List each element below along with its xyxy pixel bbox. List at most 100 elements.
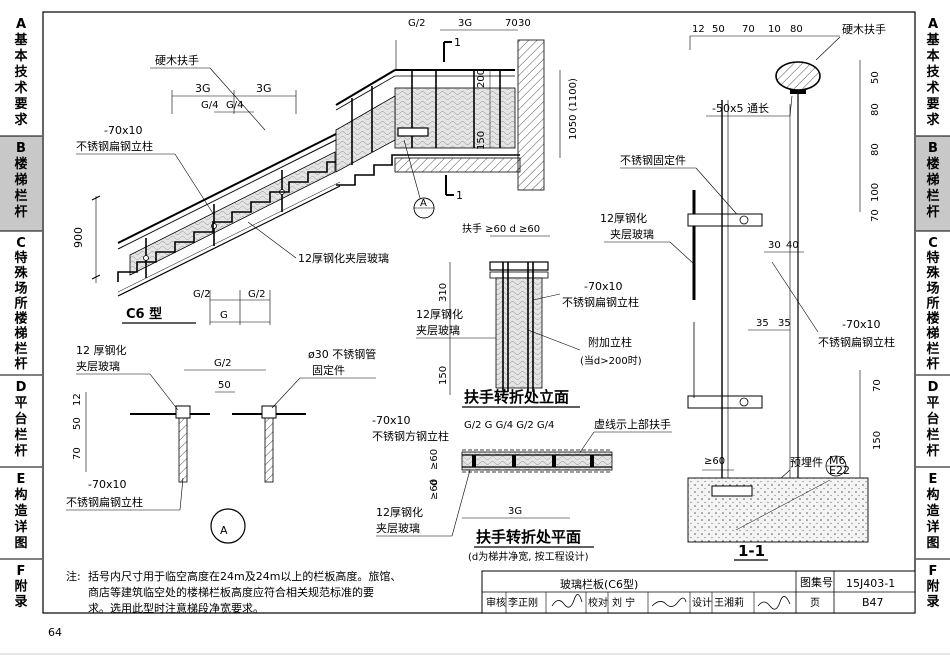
detail-a-glass-1: 12 厚钢化 xyxy=(76,343,127,357)
section-mark-1-top: 1 xyxy=(454,36,461,49)
detail-a-pipe-2: 固定件 xyxy=(312,363,345,377)
left-tab-char: 详 xyxy=(14,519,27,535)
s11-top-dim: 12 xyxy=(692,24,705,35)
left-tab-char: 杆 xyxy=(14,356,27,372)
s11-right-dim: 80 xyxy=(870,103,881,116)
title-block: 玻璃栏板(C6型) 图集号 15J403-1 审核 李正刚 校对 刘 宁 设计 … xyxy=(481,570,916,614)
s11-dim-70: 70 xyxy=(872,379,883,392)
turn-plan-d: d xyxy=(429,480,440,486)
tb-designer: 王湘莉 xyxy=(714,596,744,609)
turn-elev-310: 310 xyxy=(438,283,449,302)
turn-elev-glass-1: 12厚钢化 xyxy=(416,307,463,321)
right-tab-char: 录 xyxy=(926,595,939,610)
left-tab-char: F xyxy=(17,564,26,579)
right-tab-char: D xyxy=(928,380,939,395)
notes: 注: 括号内尺寸用于临空高度在24m及24m以上的栏板高度。旅馆、 商店等建筑临… xyxy=(66,569,401,615)
left-tab-char: 栏 xyxy=(14,427,27,443)
s11-dim-150: 150 xyxy=(872,431,883,450)
turn-elev-glass-2: 夹层玻璃 xyxy=(416,323,460,337)
right-tab-char: 基 xyxy=(925,32,940,48)
right-tab-char: 附 xyxy=(926,578,939,594)
right-tab-char: 栏 xyxy=(926,341,939,357)
landing-dim-3g: 3G xyxy=(458,18,472,29)
detail-a-label: A xyxy=(220,524,228,537)
s11-fixer-label: 不锈钢固定件 xyxy=(620,153,686,167)
left-tab-f[interactable]: F附录 xyxy=(14,564,27,610)
s11-handrail-label: 硬木扶手 xyxy=(842,22,886,36)
stair-steps xyxy=(117,161,340,282)
detail-a-post-name: 不锈钢扁钢立柱 xyxy=(66,495,143,509)
stair-elevation: 900 3G 3G G/4 G/4 硬木扶手 -70x10 不锈钢扁钢立柱 12… xyxy=(72,53,389,325)
left-tab-char: 图 xyxy=(14,536,27,551)
stair-glass-label: 12厚钢化夹层玻璃 xyxy=(298,251,389,265)
detail-a-g2: G/2 xyxy=(214,358,231,369)
turn-elevation: 扶手 ≥60 d ≥60 310 150 -70x10 不锈钢扁钢立柱 12厚钢… xyxy=(416,222,642,408)
right-tab-char: 图 xyxy=(926,536,939,551)
s11-glass-2: 夹层玻璃 xyxy=(610,227,654,241)
left-tab-char: D xyxy=(16,380,27,395)
left-tab-char: 楼 xyxy=(14,156,27,172)
page-number: 64 xyxy=(48,626,62,639)
turn-plan-glass-2: 夹层玻璃 xyxy=(376,521,420,535)
left-tab-char: 构 xyxy=(14,487,27,503)
s11-top-dim: 50 xyxy=(712,24,725,35)
right-tab-active-bg xyxy=(916,136,950,231)
detail-a: G/2 50 12 厚钢化 夹层玻璃 ø30 不锈钢管 固定件 12 50 70… xyxy=(66,343,376,544)
turn-plan-60a: ≥60 xyxy=(429,449,440,470)
left-tab-char: 求 xyxy=(14,112,28,128)
s11-post-name: 不锈钢扁钢立柱 xyxy=(818,335,895,349)
tb-review: 审核 xyxy=(486,596,506,609)
s11-dim-35b: 35 xyxy=(778,318,791,329)
left-tab-char: 基 xyxy=(13,32,28,48)
s11-title: 1-1 xyxy=(738,542,765,560)
left-tab-char: 殊 xyxy=(14,266,28,281)
right-tab-char: 台 xyxy=(926,411,939,427)
stair-dim-3g-b: 3G xyxy=(256,82,272,95)
tb-check: 校对 xyxy=(588,596,608,609)
detail-a-70: 70 xyxy=(72,447,83,460)
left-tab-char: 楼 xyxy=(14,311,27,327)
right-tab-f[interactable]: F附录 xyxy=(926,564,939,610)
tb-title: 玻璃栏板(C6型) xyxy=(560,577,638,591)
s11-dim-30: 30 xyxy=(768,240,781,251)
stair-g2-a: G/2 xyxy=(193,289,210,300)
s11-top-dim: 70 xyxy=(742,24,755,35)
s11-m6-a: M6 xyxy=(829,454,846,467)
stair-handrail-label: 硬木扶手 xyxy=(155,53,199,67)
landing-dim-150: 150 xyxy=(476,131,487,150)
turn-plan-dash-note: 虚线示上部扶手 xyxy=(594,417,671,431)
s11-right-dim: 70 xyxy=(870,209,881,222)
left-tab-active-bg xyxy=(0,136,42,231)
turn-plan: -70x10 不锈钢方钢立柱 G/2 G G/4 G/2 G/4 虚线示上部扶手… xyxy=(372,414,672,563)
turn-plan-title: 扶手转折处平面 xyxy=(476,528,581,546)
tb-reviewer-signature xyxy=(551,594,583,608)
left-tab-char: 录 xyxy=(14,595,27,610)
turn-elev-150: 150 xyxy=(438,366,449,385)
left-tab-char: 栏 xyxy=(14,188,27,204)
detail-a-callout: A xyxy=(420,198,427,209)
right-tab-char: F xyxy=(929,564,938,579)
s11-top-dim: 80 xyxy=(790,24,803,35)
stair-height-label: 900 xyxy=(72,227,85,248)
left-tab-char: 梯 xyxy=(14,326,27,342)
right-tab-char: 造 xyxy=(926,503,940,519)
s11-glass-1: 12厚钢化 xyxy=(600,211,647,225)
s11-dim-35a: 35 xyxy=(756,318,769,329)
turn-elev-title: 扶手转折处立面 xyxy=(464,388,569,406)
left-tab-char: 栏 xyxy=(14,341,27,357)
detail-a-pipe-1: ø30 不锈钢管 xyxy=(308,347,376,361)
s11-dim-40: 40 xyxy=(786,240,799,251)
left-tab-char: 技 xyxy=(14,64,28,80)
stair-type-title: C6 型 xyxy=(126,306,162,322)
right-tab-char: 杆 xyxy=(926,356,939,372)
